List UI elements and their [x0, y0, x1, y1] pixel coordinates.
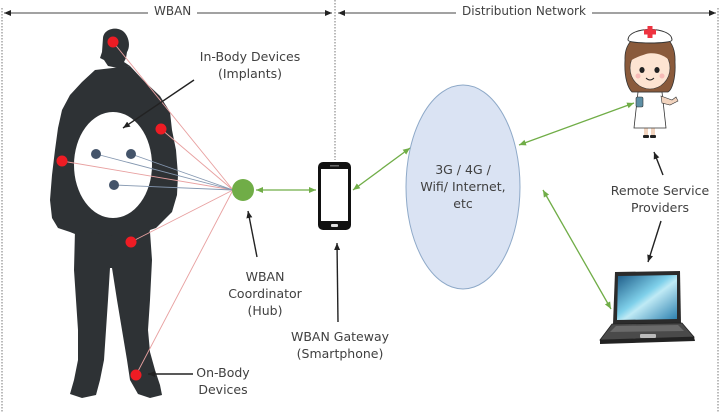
smartphone-gateway[interactable]: [318, 162, 351, 230]
wireless-link-on-body-arm: [61, 160, 234, 191]
distribution-network-section-label: Distribution Network: [456, 4, 592, 18]
wireless-links: [61, 41, 234, 376]
in-body-pointer-arrow: [122, 79, 195, 129]
network-label: 3G / 4G / Wifi/ Internet, etc: [413, 161, 513, 212]
link-network-nurse: [518, 102, 635, 146]
on-body-shoulder-sensor[interactable]: [155, 123, 167, 135]
on-body-label-line-1: On-Body: [196, 365, 250, 380]
wban-gateway-label: WBAN Gateway (Smartphone): [280, 328, 400, 362]
coordinator-label-line-2: Coordinator: [228, 286, 302, 301]
wireless-link-in-body-3: [113, 184, 234, 191]
on-body-label-line-2: Devices: [198, 382, 248, 397]
in-body-label-line-1: In-Body Devices: [199, 49, 301, 64]
wireless-link-on-body-ankle: [135, 189, 234, 376]
wireless-link-in-body-2: [130, 153, 234, 191]
remote-bottom-pointer-arrow: [647, 220, 662, 263]
gateway-label-line-2: (Smartphone): [296, 346, 384, 361]
remote-label-line-1: Remote Service: [610, 183, 710, 198]
remote-service-providers-label: Remote Service Providers: [605, 182, 715, 216]
in-body-1-sensor[interactable]: [91, 149, 101, 159]
sensors: [56, 36, 167, 381]
coordinator-pointer-arrow: [246, 210, 258, 258]
on-body-head-sensor[interactable]: [107, 36, 119, 48]
on-body-devices-label: On-Body Devices: [188, 364, 258, 398]
in-body-3-sensor[interactable]: [109, 180, 119, 190]
gateway-pointer-arrow: [334, 242, 341, 323]
wireless-link-on-body-shoulder: [160, 128, 234, 191]
in-body-2-sensor[interactable]: [126, 149, 136, 159]
link-gateway-network: [352, 147, 411, 191]
in-body-region: [74, 112, 152, 218]
in-body-devices-label: In-Body Devices (Implants): [180, 48, 320, 82]
network-label-line-2: Wifi/ Internet,: [420, 179, 506, 194]
coordinator-label-line-3: (Hub): [247, 303, 283, 318]
on-body-ankle-sensor[interactable]: [130, 369, 142, 381]
wireless-link-on-body-hip: [130, 189, 234, 243]
nurse-icon[interactable]: [624, 26, 679, 138]
wireless-link-on-body-head: [112, 41, 234, 191]
on-body-hip-sensor[interactable]: [125, 236, 137, 248]
remote-label-line-2: Providers: [631, 200, 689, 215]
link-network-laptop: [542, 189, 612, 310]
on-body-arm-sensor[interactable]: [56, 155, 68, 167]
in-body-label-line-2: (Implants): [217, 66, 283, 81]
remote-top-pointer-arrow: [653, 151, 664, 176]
wireless-link-in-body-1: [95, 153, 234, 191]
wban-coordinator-label: WBAN Coordinator (Hub): [215, 268, 315, 319]
network-label-line-1: 3G / 4G /: [435, 162, 491, 177]
wban-section-label: WBAN: [148, 4, 198, 18]
coordinator-label-line-1: WBAN: [245, 269, 285, 284]
network-label-line-3: etc: [453, 196, 473, 211]
wban-coordinator-hub[interactable]: [232, 179, 254, 201]
gateway-label-line-1: WBAN Gateway: [290, 329, 390, 344]
laptop-icon[interactable]: [599, 271, 695, 344]
